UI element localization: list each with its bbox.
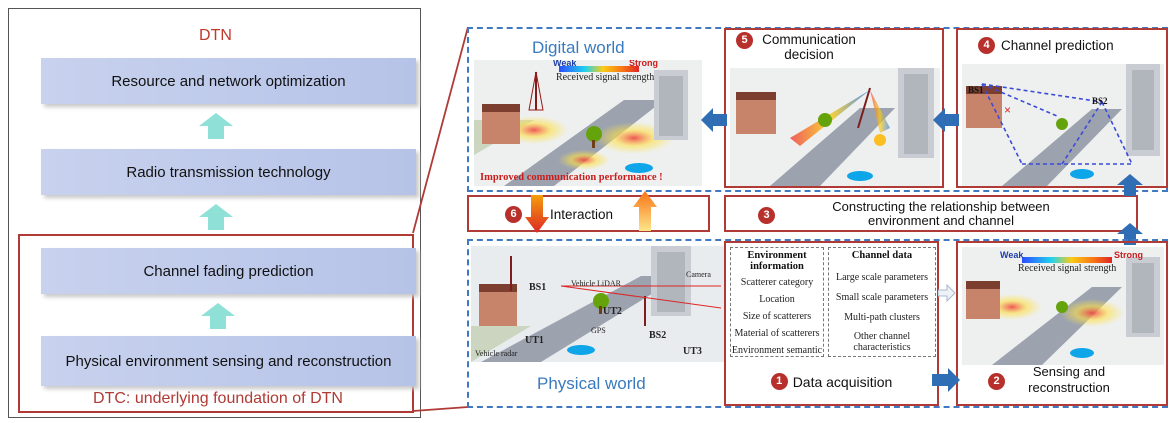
channel-data-header: Channel data	[851, 250, 913, 261]
channel-prediction-illustration: ×	[962, 64, 1164, 186]
physical-bs2-label: BS2	[649, 330, 667, 341]
env-info-header: Environment information	[747, 250, 807, 272]
physical-radar-label: Vehicle radar	[475, 349, 518, 358]
physical-ut3-label: UT3	[683, 346, 702, 357]
sensing-legend-caption: Received signal strength	[1018, 263, 1117, 274]
rss-legend-caption: Received signal strength	[556, 72, 655, 83]
dtc-foundation-box: Channel fading prediction Physical envir…	[18, 234, 416, 413]
channel-item: Other channel characteristics	[853, 331, 911, 353]
physical-gps-label: GPS	[591, 326, 606, 335]
step3-relationship-box: 3 Constructing the relationship between …	[724, 195, 1138, 232]
dtn-title: DTN	[199, 27, 232, 44]
digital-twin-illustration	[474, 60, 702, 186]
prediction-bs1-label: BS1	[968, 85, 984, 95]
physical-ut2-label: UT2	[603, 306, 622, 317]
rss-legend-strong: Strong	[629, 60, 658, 68]
physical-bs1-label: BS1	[529, 282, 547, 293]
layer-radio-transmission: Radio transmission technology	[41, 149, 416, 195]
step4-channel-prediction-box: 4 Channel prediction × BS1 BS2	[956, 28, 1168, 188]
physical-camera-label: Camera	[686, 270, 711, 279]
physical-scene: BS1 BS2 UT1 UT2 UT3 Vehicle LiDAR Camera…	[471, 246, 726, 362]
step1-number: 1	[770, 373, 788, 390]
env-item: Scatterer category	[740, 277, 814, 288]
step4-label: Channel prediction	[1001, 38, 1114, 53]
physical-scene-illustration	[471, 246, 726, 362]
up-arrow-icon	[633, 191, 657, 231]
sensing-reconstruction-illustration	[962, 247, 1164, 365]
env-item: Environment semantic	[731, 345, 823, 356]
up-arrow-icon	[1117, 223, 1143, 245]
env-item: Location	[759, 294, 795, 305]
step3-number: 3	[758, 207, 775, 224]
layer-physical-environment-sensing: Physical environment sensing and reconst…	[41, 336, 416, 386]
dtn-architecture-panel: DTN Resource and network optimization Ra…	[8, 8, 421, 418]
physical-lidar-label: Vehicle LiDAR	[571, 279, 621, 288]
step5-label: Communication decision	[762, 32, 856, 62]
digital-twin-scene: Weak Strong Received signal strength Imp…	[474, 60, 702, 186]
channel-data-column: Channel data Large scale parameters Smal…	[828, 247, 936, 357]
rss-legend-weak: Weak	[553, 60, 577, 68]
step3-label: Constructing the relationship between en…	[832, 199, 1050, 228]
step6-interaction-box: 6 Interaction	[467, 191, 710, 233]
step1-label: Data acquisition	[792, 373, 893, 390]
right-arrow-icon	[938, 284, 956, 302]
environment-info-column: Environment information Scatterer catego…	[730, 247, 824, 357]
step6-label: Interaction	[550, 207, 614, 222]
layer-resource-network-optimization: Resource and network optimization	[41, 58, 416, 104]
physical-ut1-label: UT1	[525, 335, 544, 346]
down-arrow-icon	[525, 195, 549, 233]
physical-world-title: Physical world	[537, 374, 646, 393]
up-arrow-icon	[201, 303, 235, 329]
step2-number: 2	[988, 373, 1005, 390]
step5-number: 5	[736, 32, 753, 49]
step2-label: Sensing and reconstruction	[1028, 364, 1110, 395]
channel-item: Small scale parameters	[835, 292, 929, 303]
up-arrow-icon	[1117, 174, 1143, 196]
dtc-foundation-label: DTC: underlying foundation of DTN	[93, 390, 343, 407]
step2-sensing-reconstruction-box: Weak Strong Received signal strength 2 S…	[956, 241, 1168, 406]
step5-communication-decision-box: 5 Communication decision	[724, 28, 944, 188]
layer-channel-fading-prediction: Channel fading prediction	[41, 248, 416, 294]
channel-item: Large scale parameters	[836, 272, 928, 283]
left-arrow-icon	[701, 108, 727, 132]
env-item: Size of scatterers	[742, 311, 812, 322]
up-arrow-icon	[199, 204, 233, 230]
step6-number: 6	[505, 206, 522, 223]
communication-decision-illustration	[730, 68, 940, 186]
channel-item: Multi-path clusters	[844, 312, 920, 323]
improved-performance-banner: Improved communication performance !	[480, 172, 663, 183]
up-arrow-icon	[199, 113, 233, 139]
sensing-legend-strong: Strong	[1114, 250, 1143, 260]
step1-data-acquisition-box: Environment information Scatterer catego…	[724, 241, 939, 406]
svg-text:×: ×	[1004, 103, 1011, 117]
step4-number: 4	[978, 37, 995, 54]
prediction-bs2-label: BS2	[1092, 96, 1108, 106]
digital-world-title: Digital world	[532, 38, 625, 57]
right-arrow-icon	[932, 368, 960, 392]
left-arrow-icon	[933, 108, 959, 132]
env-item: Material of scatterers	[734, 328, 820, 339]
sensing-legend-weak: Weak	[1000, 250, 1024, 260]
